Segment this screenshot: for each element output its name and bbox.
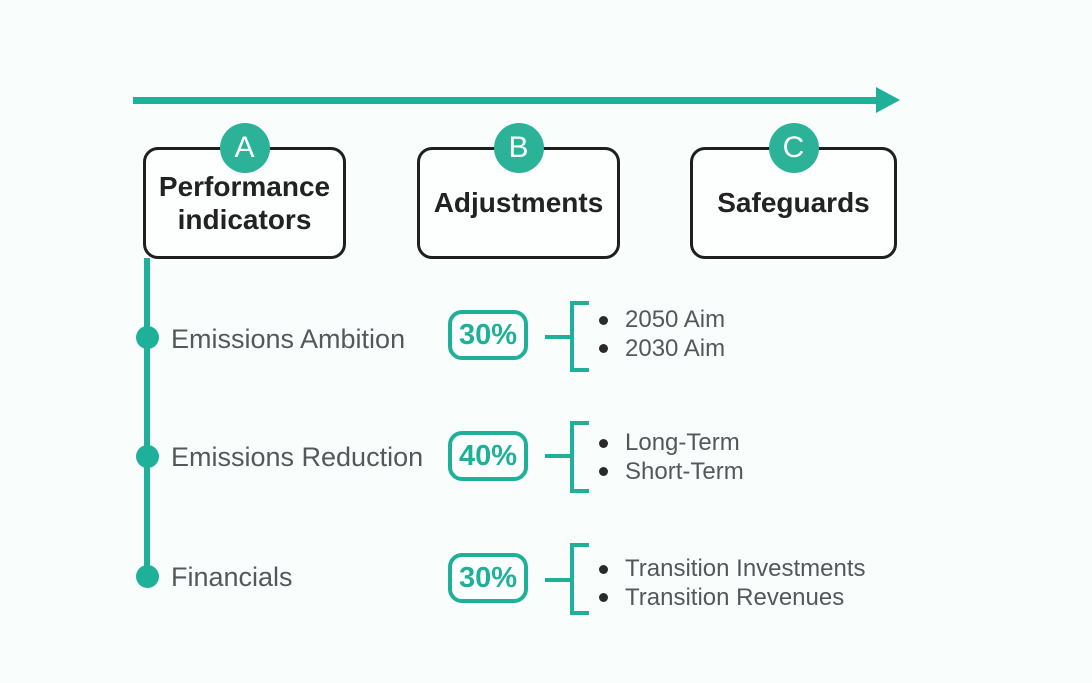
bullet-icon <box>599 564 608 574</box>
weight-badge: 30% <box>448 553 528 603</box>
list-item: 2030 Aim <box>599 335 725 364</box>
bracket <box>570 301 589 372</box>
timeline-dot <box>136 565 159 588</box>
bullet-icon <box>599 315 608 325</box>
list-item: Long-Term <box>599 429 744 458</box>
list-item-label: 2050 Aim <box>625 306 726 334</box>
step-title: Adjustments <box>433 187 604 219</box>
bullet-list: Transition Investments Transition Revenu… <box>599 555 866 612</box>
bracket-connector <box>545 578 572 582</box>
step-badge-a: A <box>219 123 270 173</box>
step-box-safeguards: C Safeguards <box>690 123 897 259</box>
weight-badge: 30% <box>448 310 528 360</box>
timeline-arrow <box>133 97 878 104</box>
step-badge-c: C <box>768 123 819 173</box>
list-item-label: Transition Investments <box>625 555 866 583</box>
indicator-label: Emissions Ambition <box>171 324 406 354</box>
indicator-label: Financials <box>171 562 293 592</box>
bullet-icon <box>599 467 608 477</box>
bullet-icon <box>599 344 608 354</box>
step-title: Performance indicators <box>158 170 331 235</box>
list-item: Transition Investments <box>599 555 866 584</box>
bullet-list: 2050 Aim 2030 Aim <box>599 306 725 363</box>
bullet-icon <box>599 438 608 448</box>
bullet-icon <box>599 593 608 603</box>
list-item: 2050 Aim <box>599 306 725 335</box>
bracket-connector <box>545 335 572 339</box>
step-box-performance-indicators: A Performance indicators <box>143 123 346 259</box>
list-item-label: Short-Term <box>625 457 744 485</box>
step-badge-b: B <box>493 123 544 173</box>
bracket <box>570 543 589 615</box>
list-item: Transition Revenues <box>599 584 866 613</box>
list-item: Short-Term <box>599 458 744 487</box>
indicator-label: Emissions Reduction <box>171 442 424 472</box>
list-item-label: Long-Term <box>625 429 740 457</box>
timeline-dot <box>136 445 159 468</box>
step-title: Safeguards <box>717 187 870 219</box>
timeline-arrowhead-icon <box>876 87 900 113</box>
bracket <box>570 421 589 493</box>
bracket-connector <box>545 454 572 458</box>
timeline-vertical-line <box>144 258 150 578</box>
bullet-list: Long-Term Short-Term <box>599 429 744 486</box>
weight-badge: 40% <box>448 431 528 481</box>
timeline-dot <box>136 326 159 349</box>
list-item-label: 2030 Aim <box>625 334 726 362</box>
step-box-adjustments: B Adjustments <box>417 123 620 259</box>
list-item-label: Transition Revenues <box>625 583 845 611</box>
